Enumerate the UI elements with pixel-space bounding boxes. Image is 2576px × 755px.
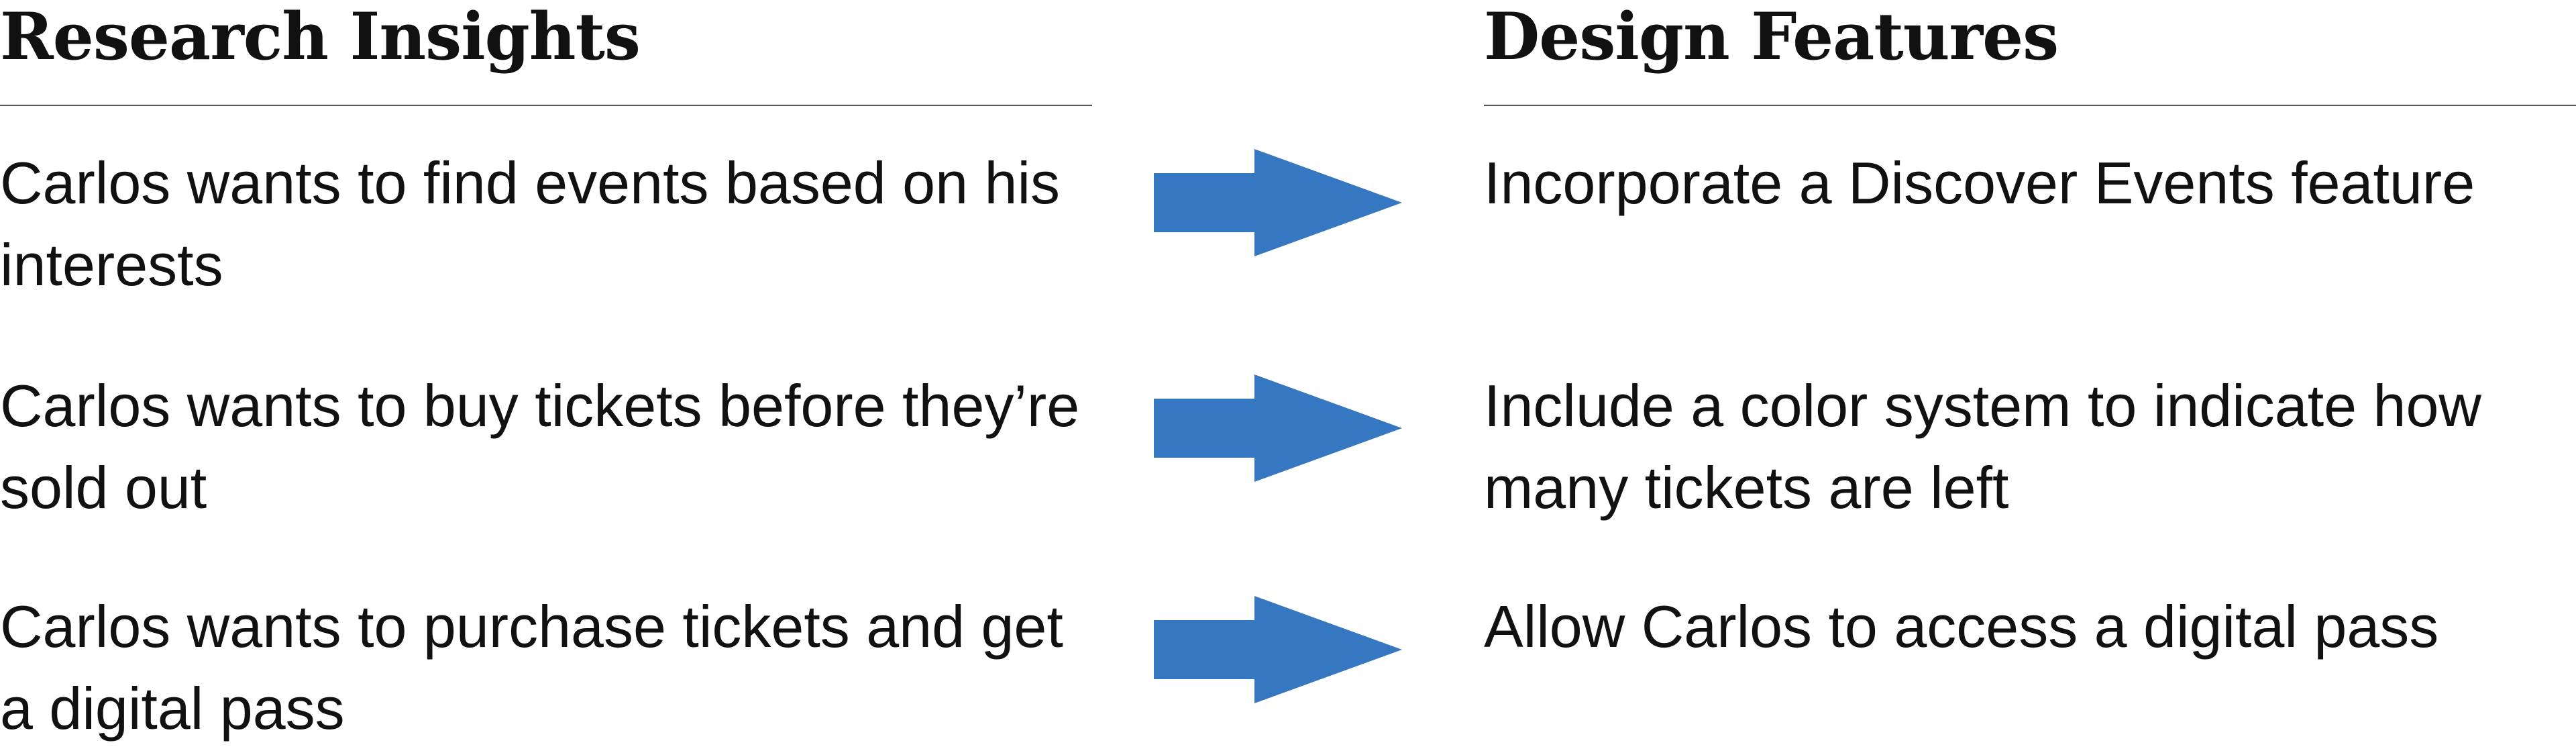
feature-item-1: Incorporate a Discover Events feature bbox=[1484, 150, 2475, 216]
right-arrow-icon bbox=[1154, 596, 1402, 703]
insight-item-3: Carlos wants to purchase tickets and get… bbox=[0, 593, 1063, 742]
left-divider bbox=[0, 105, 1092, 106]
feature-item-3: Allow Carlos to access a digital pass bbox=[1484, 593, 2439, 660]
design-features-column: Design Features Incorporate a Discover E… bbox=[1484, 0, 2576, 660]
right-arrow-icon bbox=[1154, 374, 1402, 482]
design-features-heading: Design Features bbox=[1484, 0, 2059, 74]
insight-item-2: Carlos wants to buy tickets before they’… bbox=[0, 372, 1080, 521]
research-insights-heading: Research Insights bbox=[0, 0, 641, 74]
insight-item-1: Carlos wants to find events based on his… bbox=[0, 150, 1061, 298]
arrow-shape-3 bbox=[1154, 596, 1402, 703]
right-arrow-icon bbox=[1154, 149, 1402, 256]
arrow-shape-1 bbox=[1154, 149, 1402, 256]
right-divider bbox=[1484, 105, 2576, 106]
research-insights-column: Research Insights Carlos wants to find e… bbox=[0, 0, 1092, 742]
arrow-shape-2 bbox=[1154, 374, 1402, 482]
feature-item-2: Include a color system to indicate how m… bbox=[1484, 372, 2481, 521]
